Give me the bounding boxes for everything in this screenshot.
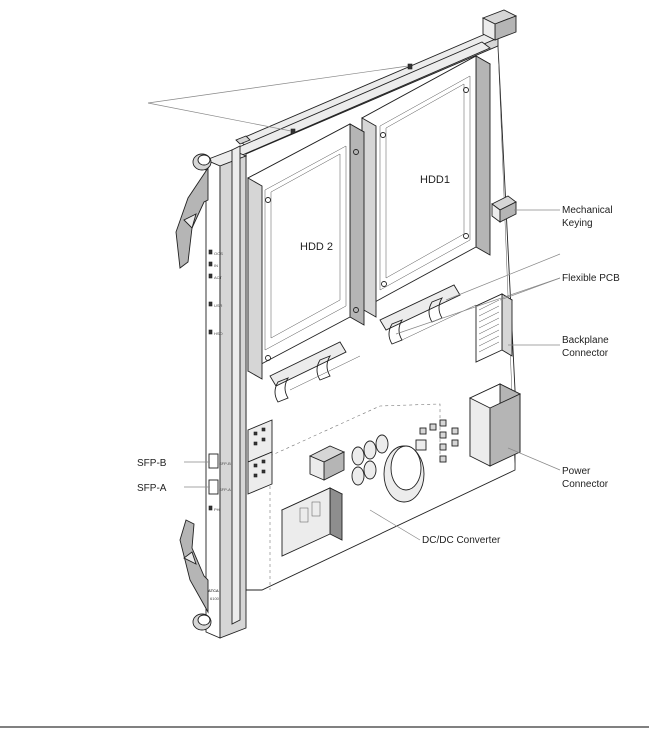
sfp-a-label: SFP-A xyxy=(137,483,167,494)
led-label-oos: OOS xyxy=(214,251,223,256)
flexible-pcb-label: Flexible PCB xyxy=(562,273,620,284)
backplane-connector-label-1: Backplane xyxy=(562,335,609,346)
led-indicator xyxy=(208,505,213,511)
mechanical-keying-label-2: Keying xyxy=(562,218,593,229)
led-indicator xyxy=(208,273,213,279)
faceplate: OOS IN ACT USR HSO SFP-B SFP-A PH ATCA 6… xyxy=(204,145,248,639)
sfp-ports xyxy=(247,419,273,495)
mechanical-keying-label-1: Mechanical xyxy=(562,205,613,216)
led-label-hso: HSO xyxy=(214,331,223,336)
mechanical-keying-block xyxy=(491,195,517,223)
power-connector xyxy=(468,383,522,467)
led-label-ph: PH xyxy=(214,507,220,512)
dcdc-converter-label: DC/DC Converter xyxy=(422,535,501,546)
led-label-act: ACT xyxy=(214,275,223,280)
sfp-b-label: SFP-B xyxy=(137,458,167,469)
sfp-a-port[interactable] xyxy=(208,479,219,495)
sfp-b-port[interactable] xyxy=(208,453,219,469)
flexible-pcb-connectors xyxy=(269,284,477,403)
port-label-b: SFP-B xyxy=(219,461,231,466)
backplane-connector-label-2: Connector xyxy=(562,348,609,359)
led-indicator xyxy=(208,261,213,267)
top-leader-lines xyxy=(147,65,409,132)
port-label-a: SFP-A xyxy=(219,487,231,492)
led-indicator xyxy=(208,249,213,255)
led-indicator xyxy=(208,329,213,335)
led-label-usr: USR xyxy=(214,303,223,308)
faceplate-model: 6100 xyxy=(210,596,220,601)
hdd1-drive xyxy=(361,55,491,318)
label-leader-lines xyxy=(184,209,561,541)
hdd2-drive xyxy=(247,123,365,380)
top-rail xyxy=(231,9,518,157)
power-connector-label-2: Connector xyxy=(562,479,609,490)
led-label-in: IN xyxy=(214,263,218,268)
lower-ejector-handle[interactable] xyxy=(179,519,212,631)
upper-ejector-handle[interactable] xyxy=(175,153,212,269)
hdd2-label: HDD 2 xyxy=(300,241,333,253)
power-connector-label-1: Power xyxy=(562,466,591,477)
led-indicator xyxy=(208,301,213,307)
backplane-connector xyxy=(475,293,513,363)
dcdc-converter-area xyxy=(269,403,459,590)
hdd1-label: HDD1 xyxy=(420,174,450,186)
faceplate-brand: ATCA xyxy=(208,588,219,593)
